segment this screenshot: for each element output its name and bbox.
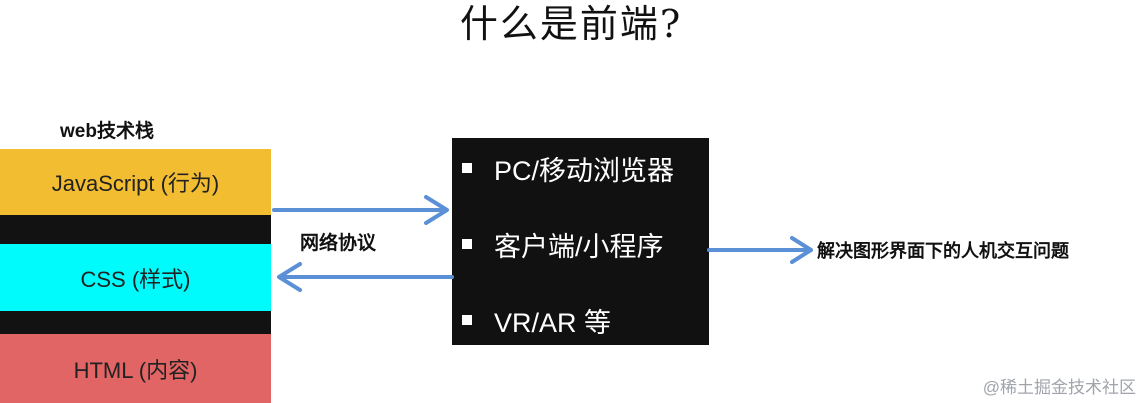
- protocol-label: 网络协议: [300, 233, 377, 254]
- response-arrow: [277, 262, 454, 292]
- layer-javascript: JavaScript (行为): [0, 149, 271, 215]
- layer-css-label: CSS (样式): [80, 266, 191, 292]
- bullet-icon: [462, 239, 472, 249]
- stack-label: web技术栈: [60, 121, 154, 142]
- layer-divider: [0, 215, 271, 244]
- client-item-label: VR/AR 等: [494, 307, 612, 338]
- layer-javascript-label: JavaScript (行为): [51, 171, 220, 196]
- client-item-label: PC/移动浏览器: [494, 155, 675, 186]
- layer-html-label: HTML (内容): [73, 357, 198, 383]
- client-item: PC/移动浏览器: [462, 150, 709, 186]
- layer-html: HTML (内容): [0, 334, 271, 403]
- request-arrow: [272, 195, 449, 225]
- layer-divider: [0, 311, 271, 334]
- client-item: VR/AR 等: [462, 302, 709, 338]
- goal-label: 解决图形界面下的人机交互问题: [817, 241, 1069, 261]
- bullet-icon: [462, 163, 472, 173]
- watermark: @稀土掘金技术社区: [982, 378, 1136, 397]
- bullet-icon: [462, 315, 472, 325]
- client-item-label: 客户端/小程序: [494, 231, 664, 262]
- goal-arrow: [707, 236, 813, 264]
- client-item: 客户端/小程序: [462, 226, 709, 262]
- page-title: 什么是前端?: [459, 2, 683, 46]
- clients-box: PC/移动浏览器 客户端/小程序 VR/AR 等: [452, 138, 709, 345]
- layer-css: CSS (样式): [0, 244, 271, 311]
